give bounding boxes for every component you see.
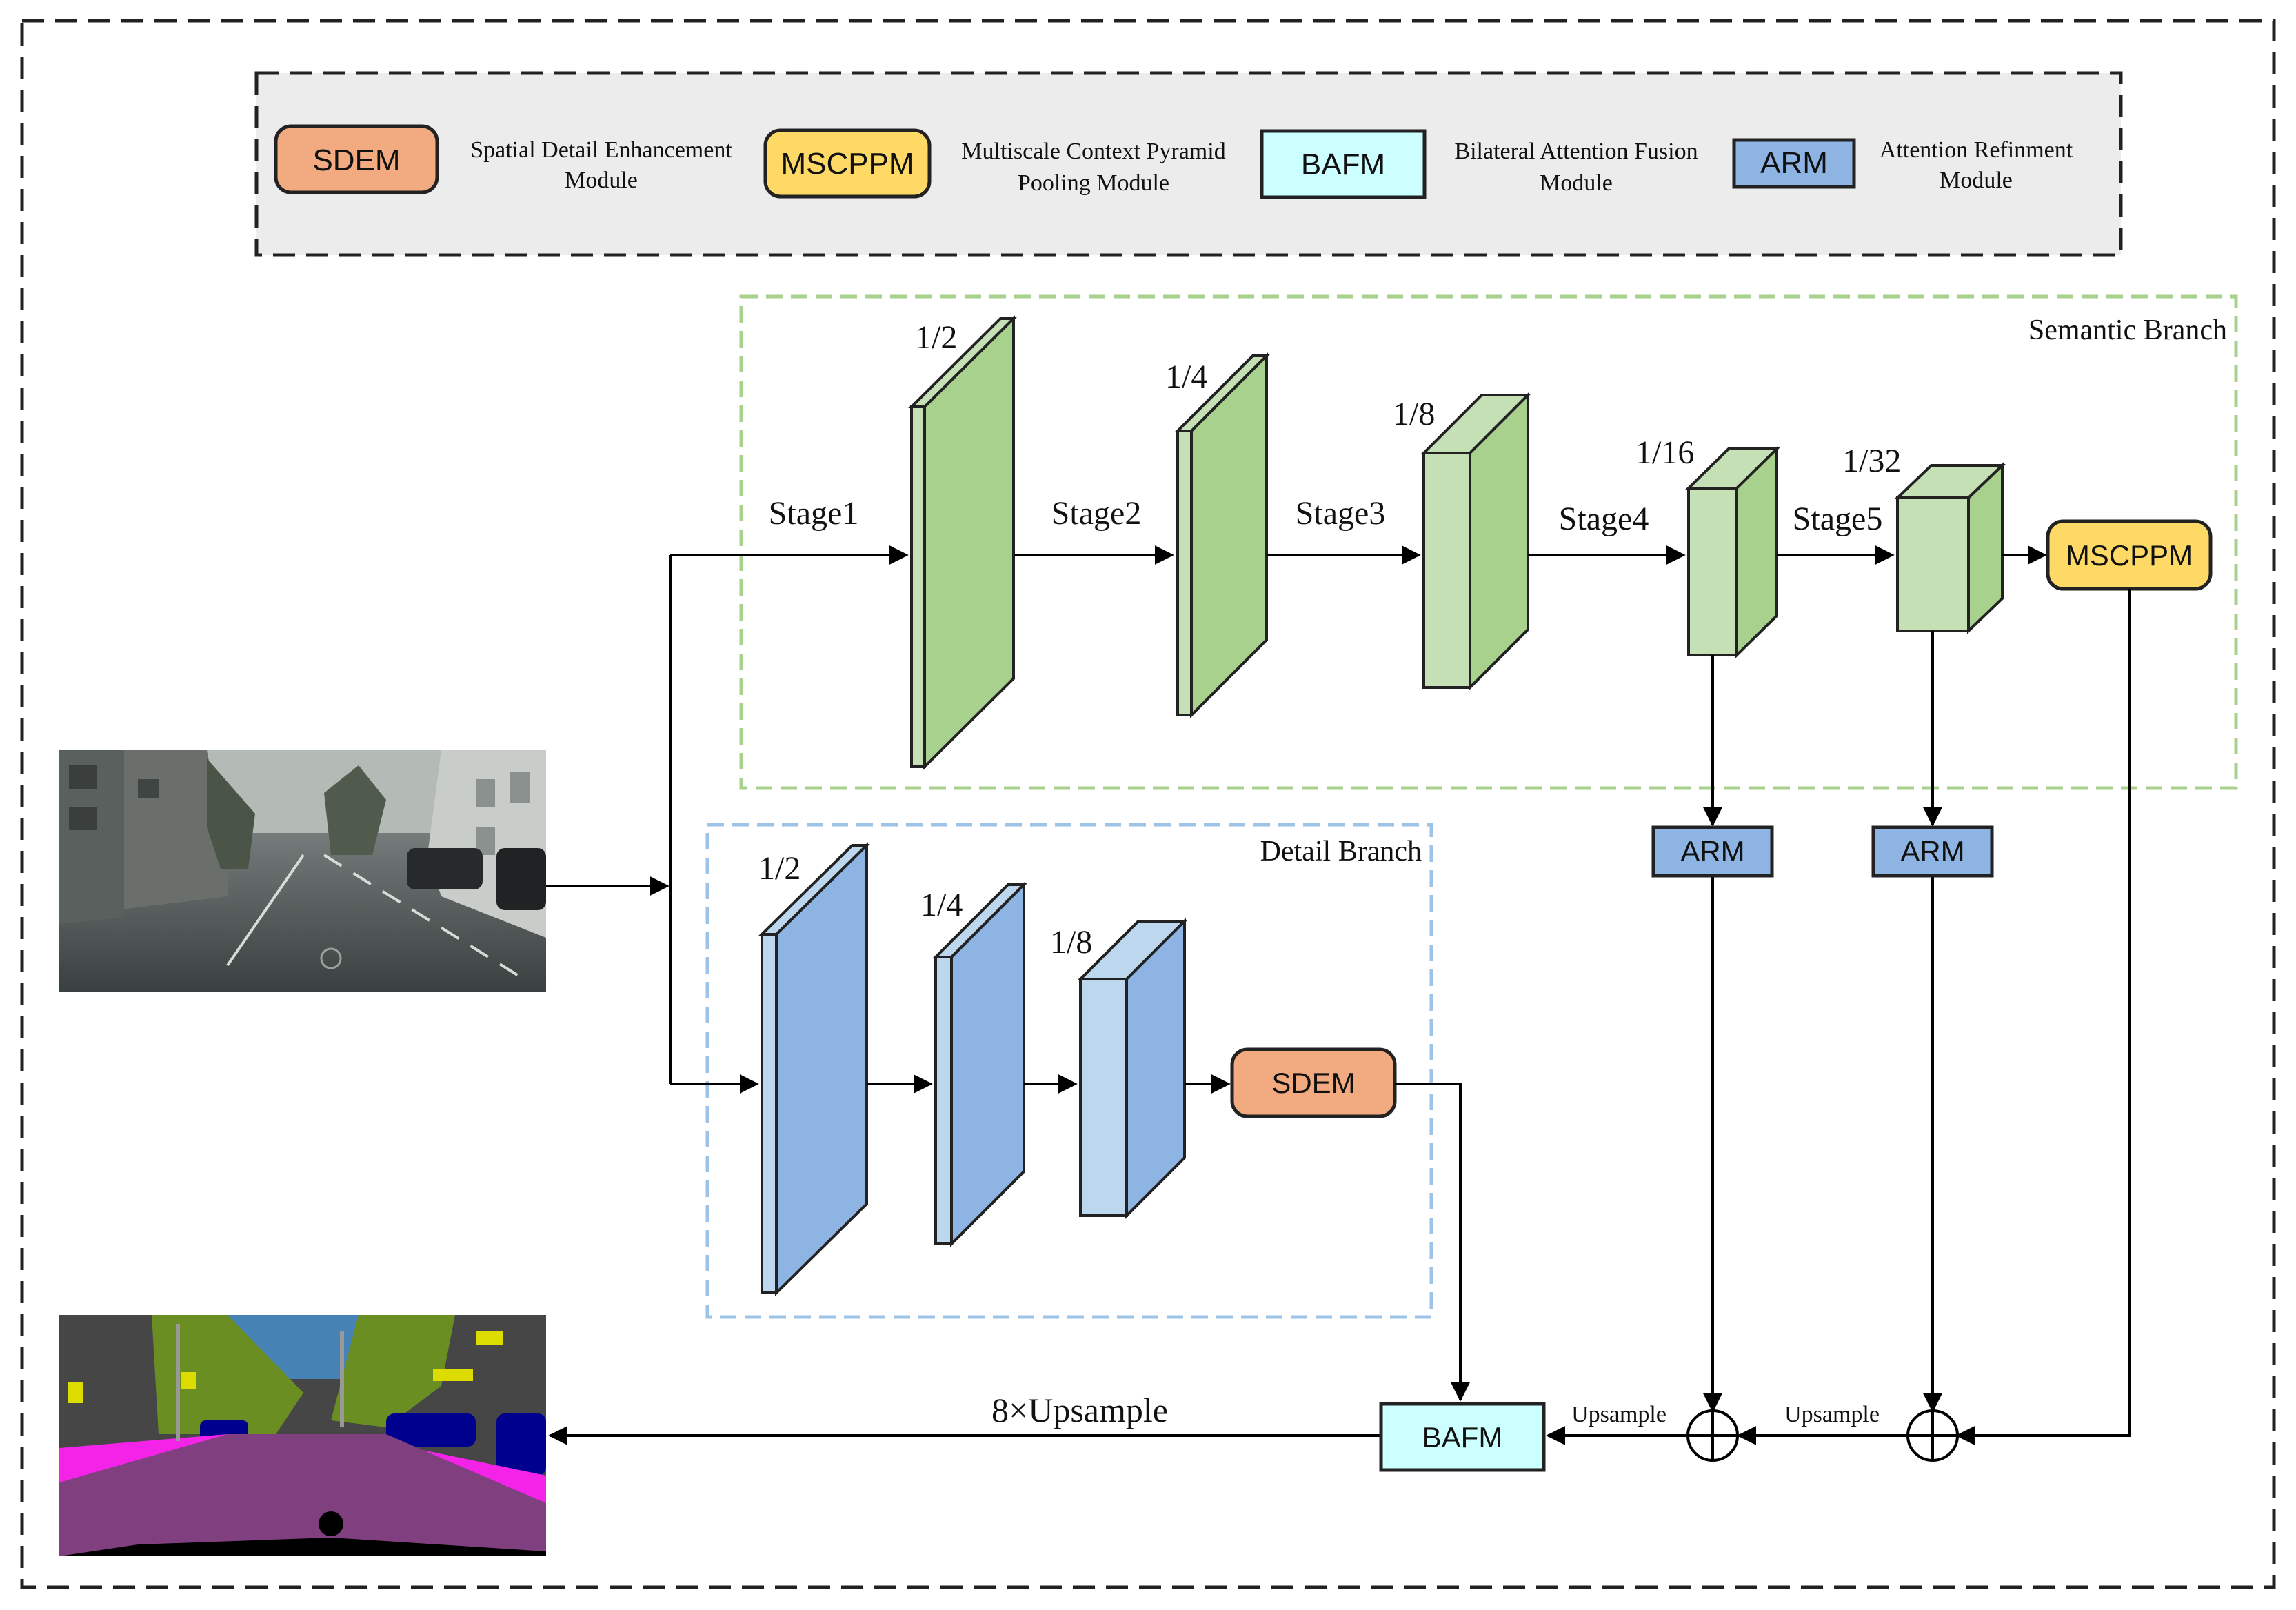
detail-feature-map-2 [932,881,1027,1247]
add-node-1 [1686,1409,1739,1462]
semantic-feature-map-2 [1174,352,1270,718]
legend: SDEM Spatial Detail Enhancement Module M… [254,71,2123,257]
semantic-branch-border [739,294,2238,790]
mscppm-label: MSCPPM [2066,539,2193,572]
stage-label-4: Stage4 [1559,501,1649,537]
semantic-branch-title: Semantic Branch [2028,314,2227,346]
semantic-scale-label-2: 1/4 [1165,359,1207,395]
semantic-scale-label-5: 1/32 [1842,443,1901,479]
legend-mscppm-swatch [763,128,932,199]
semantic-feature-map-4 [1685,445,1780,658]
legend-arm-swatch [1732,138,1856,189]
detail-feature-maps [758,842,1188,1296]
semantic-feature-map-5 [1894,462,2006,634]
arm-block-1 [1651,825,1774,878]
arm-block-2 [1871,825,1994,878]
legend-arm-abbr: ARM [1760,146,1828,180]
detail-branch-title: Detail Branch [1260,836,1422,867]
input-image [59,750,546,992]
legend-arm-desc-2: Module [1940,168,2013,193]
legend-bafm-desc-2: Module [1540,170,1613,196]
final-upsample-label: 8×Upsample [991,1391,1168,1429]
legend-arm-desc-1: Attention Refinment [1880,137,2073,163]
legend-sdem-swatch [274,124,439,194]
bafm-block [1379,1402,1546,1472]
output-segmentation-image [59,1315,546,1556]
legend-sdem-abbr: SDEM [312,143,400,177]
semantic-feature-map-3 [1420,392,1531,691]
detail-branch-border [705,823,1433,1319]
legend-mscppm-abbr: MSCPPM [781,147,914,181]
stage-label-5: Stage5 [1793,501,1883,537]
detail-feature-map-1 [758,842,870,1296]
sdem-label: SDEM [1271,1067,1355,1099]
detail-scale-label-1: 1/2 [758,850,800,887]
legend-sdem-desc-2: Module [565,168,638,193]
arm-label-1: ARM [1680,835,1744,867]
detail-feature-map-3 [1077,918,1188,1219]
detail-scale-label-3: 1/8 [1050,924,1092,960]
upsample-label-1: Upsample [1571,1402,1666,1427]
semantic-scale-label-3: 1/8 [1393,396,1435,432]
semantic-feature-maps [908,315,2006,770]
detail-scale-label-2: 1/4 [920,887,963,923]
input-connectors [546,545,909,1094]
legend-sdem-desc-1: Spatial Detail Enhancement [470,137,732,163]
legend-bafm-swatch [1260,129,1427,199]
bafm-label: BAFM [1422,1421,1503,1453]
legend-bafm-desc-1: Bilateral Attention Fusion [1454,139,1698,164]
add-node-2 [1906,1409,1959,1462]
legend-mscppm-desc-2: Pooling Module [1018,170,1169,196]
semantic-scale-label-4: 1/16 [1635,434,1694,471]
fusion-connectors [548,589,2131,1445]
upsample-label-2: Upsample [1784,1402,1880,1427]
stage-label-2: Stage2 [1051,495,1142,532]
legend-mscppm-desc-1: Multiscale Context Pyramid [961,139,1225,164]
semantic-feature-map-1 [908,315,1017,770]
semantic-scale-label-1: 1/2 [915,319,957,356]
outer-frame [20,19,2276,1589]
legend-bafm-abbr: BAFM [1301,148,1385,181]
stage-label-1: Stage1 [769,495,859,532]
stage-label-3: Stage3 [1296,495,1386,532]
arm-label-2: ARM [1900,835,1964,867]
